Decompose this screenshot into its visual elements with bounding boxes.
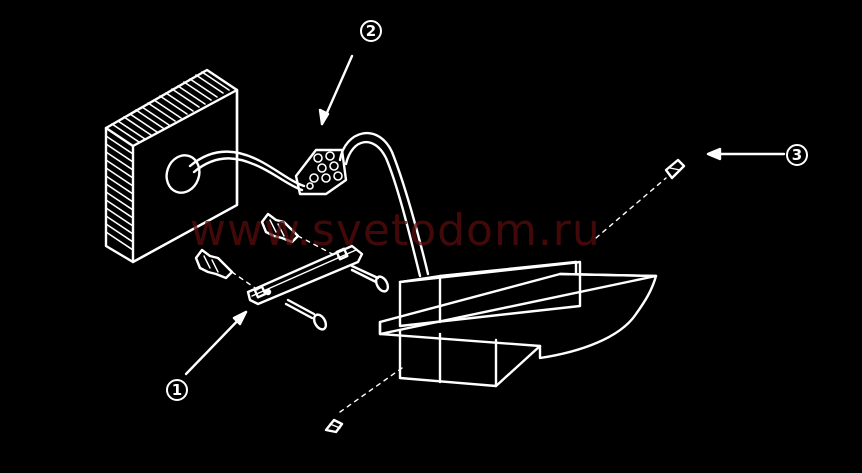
lamp-fixture: [378, 260, 658, 388]
fixture-cable: [338, 132, 430, 278]
callout-number-1: 1: [166, 379, 188, 401]
alignment-lines: [231, 177, 667, 413]
callout-number-2: 2: [360, 20, 382, 42]
terminal-connector: [294, 148, 348, 196]
wall-wire: [188, 150, 306, 192]
callout-arrow-2: [318, 54, 354, 126]
callout-arrow-3: [706, 147, 786, 161]
junction-box: [104, 68, 239, 264]
watermark: www.svetodom.ru: [190, 205, 601, 256]
callout-arrow-1: [184, 310, 248, 376]
screw-bottom: [324, 418, 344, 434]
screw-right: [350, 264, 390, 293]
screw-top: [664, 158, 686, 180]
callout-number-3: 3: [786, 144, 808, 166]
screw-lower: [284, 298, 328, 331]
